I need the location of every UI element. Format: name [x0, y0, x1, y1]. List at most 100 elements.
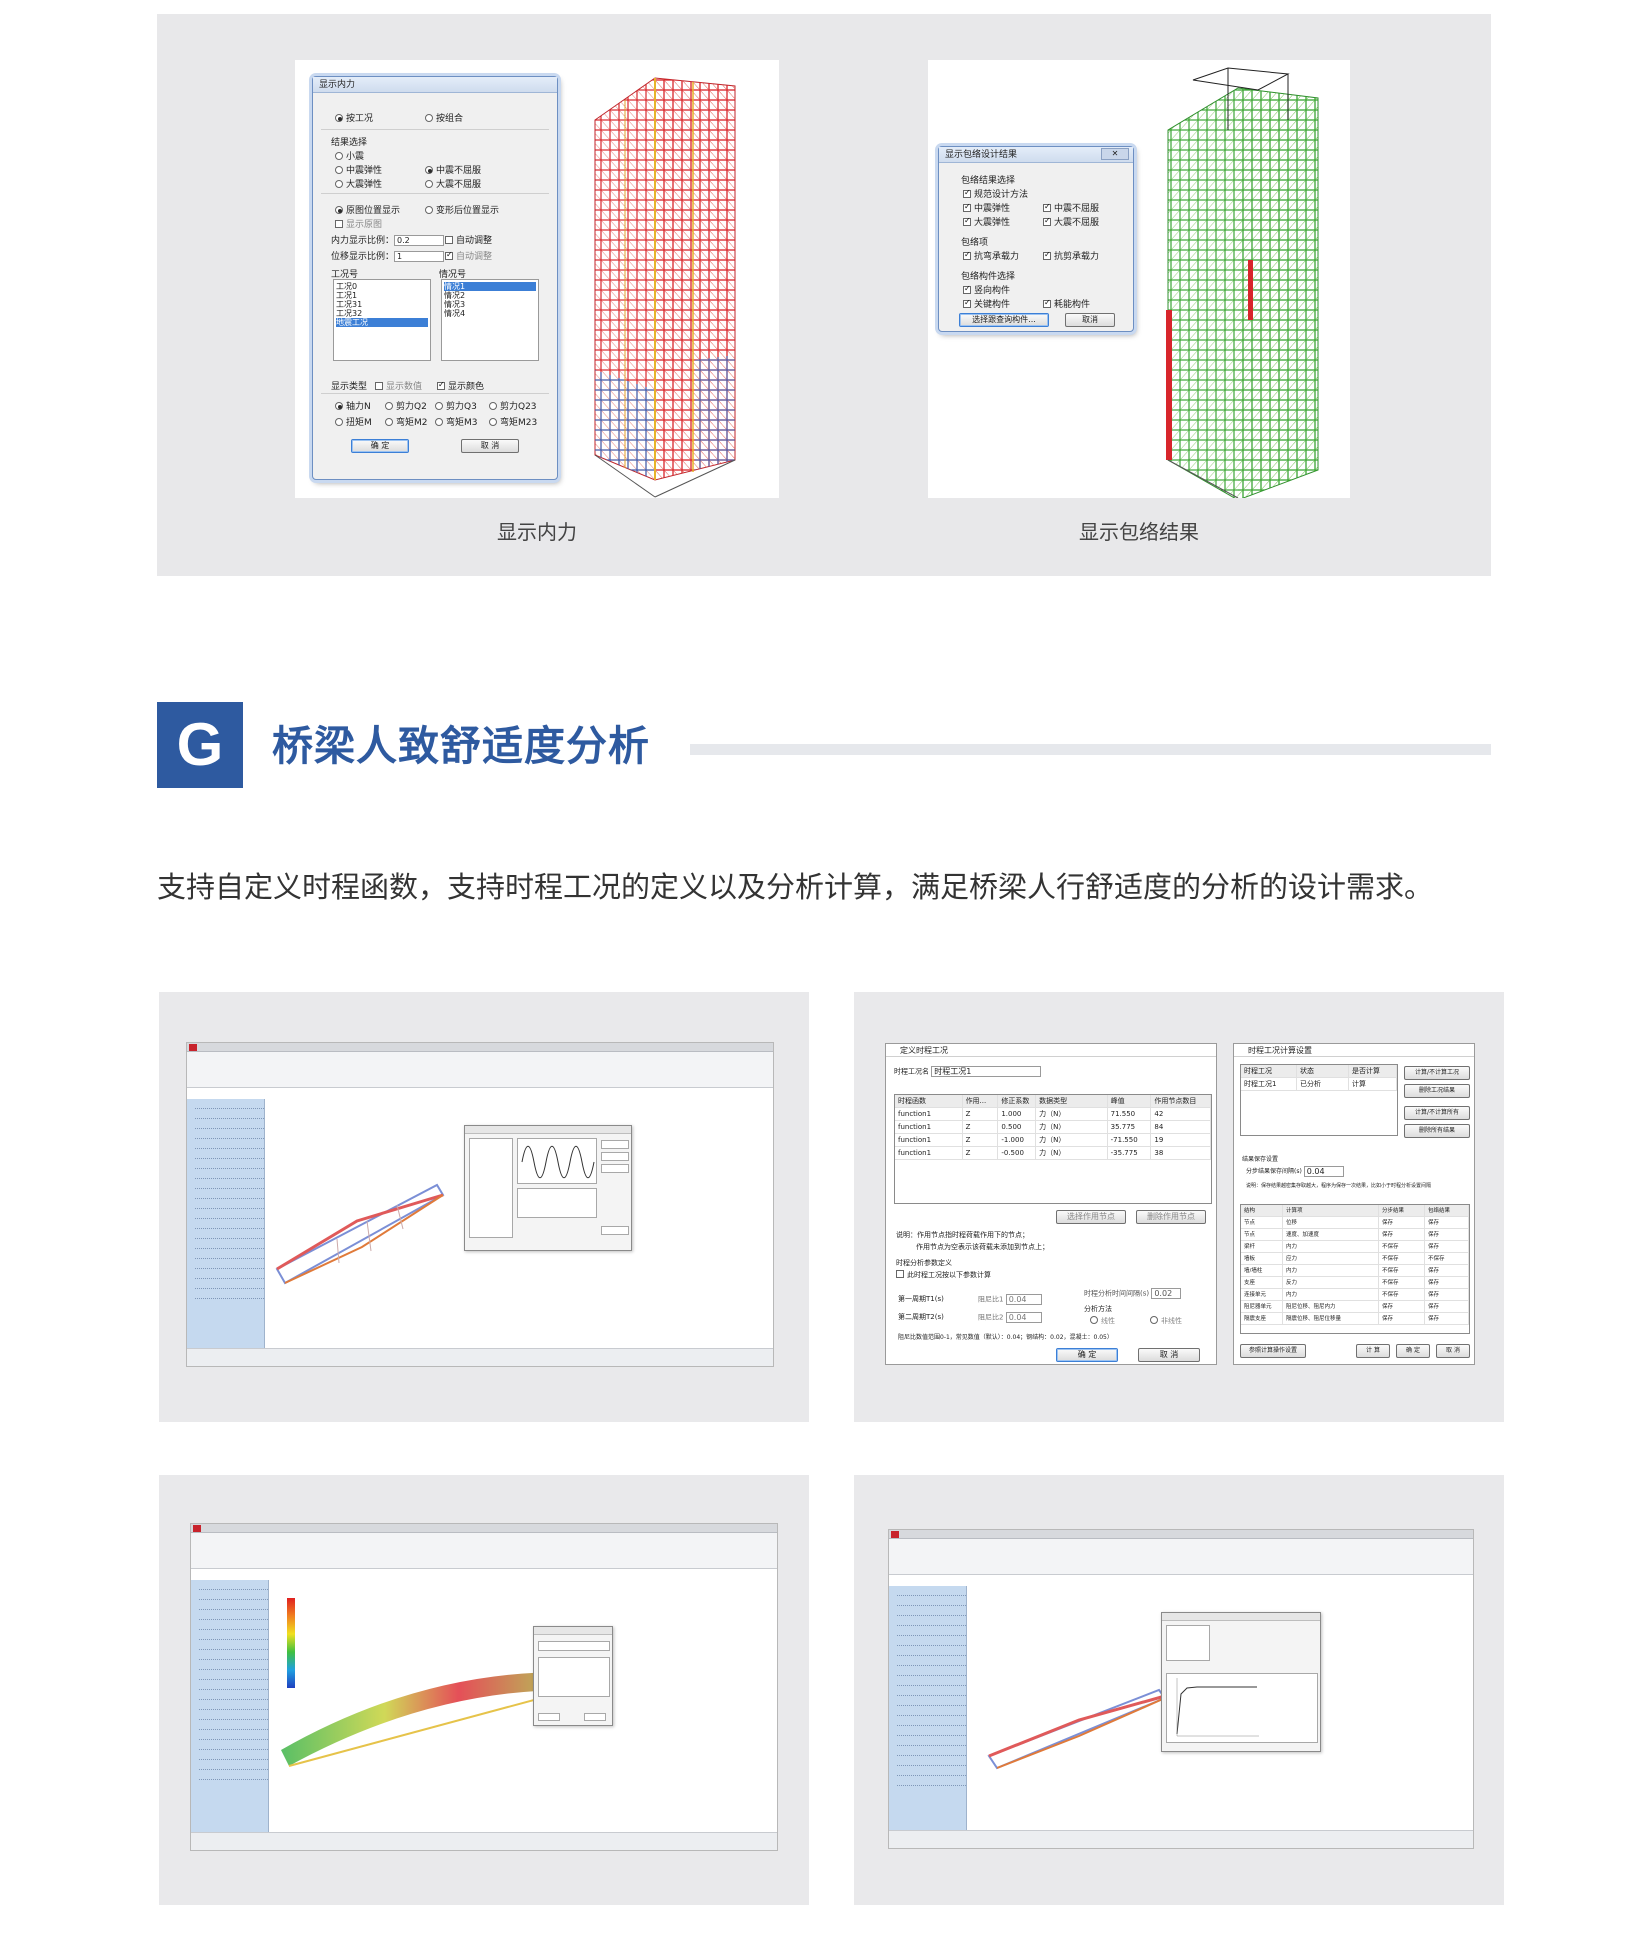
chk-show-color[interactable]: 显示颜色 [437, 379, 484, 392]
opt-mid-elastic[interactable]: 中震弹性 [335, 163, 382, 176]
list-item[interactable]: 工况1 [336, 291, 358, 300]
table-row[interactable]: 连接单元内力不保存保存 [1241, 1289, 1469, 1301]
cancel-button[interactable]: 取 消 [1138, 1348, 1200, 1362]
table-row[interactable]: 隔震支座隔震位移、阻尼位移量保存保存 [1241, 1313, 1469, 1325]
title-bar [191, 1524, 777, 1533]
model-viewport[interactable] [267, 1099, 771, 1348]
disp-scale-input[interactable]: 1 [394, 251, 445, 262]
list-item[interactable]: 工况31 [336, 300, 363, 309]
opt-axial[interactable]: 轴力N [335, 399, 371, 412]
export-settings-button[interactable]: 参照计算操作设置 [1240, 1344, 1306, 1358]
screenshot-envelope-result: 显示包络设计结果✕ 包络结果选择 规范设计方法 中震弹性 中震不屈服 大震弹性 … [928, 60, 1350, 498]
section-description: 支持自定义时程函数，支持时程工况的定义以及分析计算，满足桥梁人行舒适度的分析的设… [157, 870, 1434, 904]
list-item[interactable]: 情况4 [444, 309, 466, 318]
chk-mid-no-yield[interactable]: 中震不屈服 [1043, 201, 1099, 214]
step-row: 时程分析时间间隔(s) 0.02 [1084, 1288, 1182, 1299]
opt-torsion[interactable]: 扭矩M [335, 415, 372, 428]
case-name-input[interactable]: 时程工况1 [931, 1066, 1042, 1077]
opt-linear[interactable]: 线性 [1090, 1316, 1115, 1326]
envelope-dialog: 显示包络设计结果✕ 包络结果选择 规范设计方法 中震弹性 中震不屈服 大震弹性 … [938, 146, 1134, 332]
delete-nodes-button[interactable]: 删除作用节点 [1136, 1210, 1206, 1224]
select-query-button[interactable]: 选择跟查询构件... [959, 313, 1049, 327]
opt-mid-no-yield[interactable]: 中震不屈服 [425, 163, 481, 176]
opt-moment2[interactable]: 弯矩M2 [385, 415, 428, 428]
opt-moment3[interactable]: 弯矩M3 [435, 415, 478, 428]
calc-button[interactable]: 计 算 [1356, 1344, 1390, 1358]
case-list[interactable]: 工况0 工况1 工况31 工况32 地震工况 [333, 279, 431, 361]
chk-param-follow[interactable]: 此时程工况按以下参数计算 [896, 1270, 991, 1280]
chk-shear[interactable]: 抗剪承载力 [1043, 249, 1099, 262]
model-tree[interactable] [187, 1099, 265, 1348]
opt-by-case[interactable]: 按工况 [335, 111, 373, 124]
list-item[interactable]: 工况0 [336, 282, 358, 291]
chk-bending[interactable]: 抗弯承载力 [963, 249, 1019, 262]
delete-result-button[interactable]: 删除工况结果 [1404, 1084, 1470, 1098]
opt-by-combo[interactable]: 按组合 [425, 111, 463, 124]
ok-button[interactable]: 确 定 [351, 439, 409, 453]
opt-large-elastic[interactable]: 大震弹性 [335, 177, 382, 190]
table-row[interactable]: 阻尼器单元阻尼位移、阻尼内力保存保存 [1241, 1301, 1469, 1313]
chk-energy[interactable]: 耗能构件 [1043, 297, 1090, 310]
opt-moment23[interactable]: 弯矩M23 [489, 415, 537, 428]
delete-all-button[interactable]: 删除所有结果 [1404, 1124, 1470, 1138]
cancel-button[interactable]: 取 消 [461, 439, 519, 453]
note-line-2: 作用节点为空表示该荷载未添加到节点上； [916, 1243, 1049, 1251]
calc-selected-button[interactable]: 计算/不计算工况 [1404, 1066, 1470, 1080]
chk-auto-adjust-disp[interactable]: 自动调整 [445, 249, 492, 262]
opt-shear23[interactable]: 剪力Q23 [489, 399, 537, 412]
ok-button[interactable]: 确 定 [1396, 1344, 1430, 1358]
model-viewport[interactable] [969, 1586, 1471, 1830]
result-save-table[interactable]: 结构计算项分步结果包络结果 节点位移保存保存 节点速度、加速度保存保存 梁杆内力… [1240, 1204, 1470, 1334]
opt-deformed-position[interactable]: 变形后位置显示 [425, 203, 499, 216]
chk-code-method[interactable]: 规范设计方法 [963, 187, 1028, 200]
chk-large-no-yield[interactable]: 大震不屈服 [1043, 215, 1099, 228]
scenario-list[interactable]: 情况1 情况2 情况3 情况4 [441, 279, 539, 361]
chk-key[interactable]: 关键构件 [963, 297, 1010, 310]
cancel-button[interactable]: 取 消 [1436, 1344, 1470, 1358]
display-type-label: 显示类型 [331, 382, 368, 392]
chk-show-original[interactable]: 显示原图 [335, 217, 382, 230]
chk-large-elastic[interactable]: 大震弹性 [963, 215, 1010, 228]
cancel-button[interactable]: 取消 [1065, 313, 1115, 327]
opt-large-no-yield[interactable]: 大震不屈服 [425, 177, 481, 190]
chk-auto-adjust-force[interactable]: 自动调整 [445, 233, 492, 246]
define-time-function-dialog [464, 1125, 632, 1251]
table-row[interactable]: 节点位移保存保存 [1241, 1217, 1469, 1229]
list-item[interactable]: 工况32 [336, 309, 363, 318]
list-item[interactable]: 情况2 [444, 291, 466, 300]
list-item[interactable]: 情况3 [444, 300, 466, 309]
opt-nonlinear[interactable]: 非线性 [1150, 1316, 1182, 1326]
select-nodes-button[interactable]: 选择作用节点 [1056, 1210, 1126, 1224]
time-function-table[interactable]: 时程函数 作用... 修正系数 数据类型 峰值 作用节点数目 function1… [894, 1094, 1212, 1204]
screenshot-time-function [159, 992, 809, 1422]
force-scale-input[interactable]: 0.2 [394, 235, 445, 246]
ok-button[interactable]: 确 定 [1056, 1348, 1118, 1362]
table-row[interactable]: 支座反力不保存保存 [1241, 1277, 1469, 1289]
opt-small-quake[interactable]: 小震 [335, 149, 364, 162]
table-row[interactable]: 梁杆内力不保存保存 [1241, 1241, 1469, 1253]
chk-show-value[interactable]: 显示数值 [375, 379, 422, 392]
model-tree[interactable] [889, 1586, 967, 1830]
calc-all-button[interactable]: 计算/不计算所有 [1404, 1106, 1470, 1120]
table-row[interactable]: 墙/墙柱内力不保存保存 [1241, 1265, 1469, 1277]
model-tree[interactable] [191, 1580, 269, 1832]
ribbon-toolbar [191, 1533, 777, 1569]
close-icon[interactable]: ✕ [1101, 148, 1129, 160]
model-viewport[interactable] [271, 1580, 775, 1832]
chk-vertical[interactable]: 竖向构件 [963, 283, 1010, 296]
table-row[interactable]: 墙板应力不保存不保存 [1241, 1253, 1469, 1265]
list-item[interactable]: 情况1 [444, 282, 536, 291]
table-row[interactable]: 节点速度、加速度保存保存 [1241, 1229, 1469, 1241]
opt-shear2[interactable]: 剪力Q2 [385, 399, 427, 412]
envelope-select-label: 包络结果选择 [961, 176, 1016, 186]
opt-orig-position[interactable]: 原图位置显示 [335, 203, 400, 216]
list-item[interactable]: 地震工况 [336, 318, 428, 327]
opt-shear3[interactable]: 剪力Q3 [435, 399, 477, 412]
chk-mid-elastic[interactable]: 中震弹性 [963, 201, 1010, 214]
